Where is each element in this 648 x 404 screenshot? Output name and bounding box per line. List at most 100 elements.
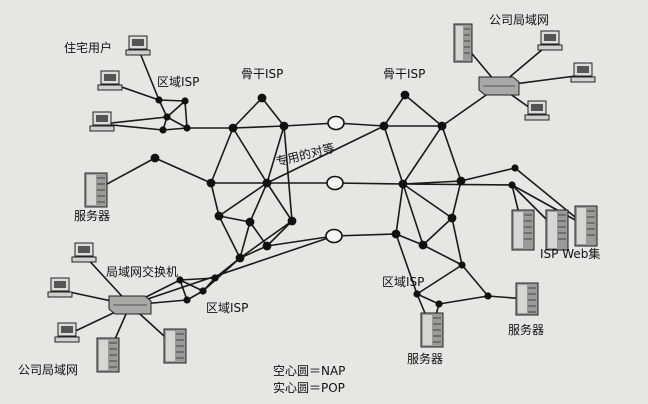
link-b8-c1 (451, 217, 463, 266)
link-a2-a4 (210, 127, 234, 184)
link-w1-web3 (511, 184, 587, 227)
pc-icon-company-top-3 (524, 100, 550, 121)
link-n2-b4 (334, 182, 404, 185)
label-backbone-isp-right: 骨干ISP (383, 67, 425, 81)
pc-icon-residential-3-base (89, 125, 115, 132)
link-b6-c3 (395, 233, 418, 295)
link-b1-b2 (383, 94, 406, 127)
pop-node-r5 (183, 124, 191, 132)
link-b3-b4 (402, 125, 443, 185)
link-a3-a5 (266, 125, 285, 184)
pop-node-a10 (262, 241, 272, 251)
server-icon-company-bottom-2-panel (166, 331, 175, 361)
link-pc_res1-r1 (137, 47, 160, 101)
link-n3-b6 (333, 233, 397, 237)
server-icon-company-top-panel (456, 26, 463, 60)
pc-icon-company-top-2 (570, 62, 596, 83)
pc-icon-company-bottom-3-display (61, 326, 73, 333)
link-a4-a6 (210, 182, 220, 217)
server-icon-web-2-panel (548, 212, 557, 248)
server-icon-company-bottom-1-panel (99, 340, 108, 370)
legend-hollow: 空心圆＝NAP (273, 364, 345, 378)
pop-node-r4 (159, 126, 167, 134)
pc-icon-company-bottom-1-display (78, 246, 90, 253)
pop-node-a8 (287, 216, 297, 226)
label-server-left: 服务器 (74, 208, 110, 223)
label-regional-isp-top: 区域ISP (157, 75, 199, 89)
pop-node-b3 (437, 121, 447, 131)
server-icon-bottom-panel (423, 315, 432, 345)
pop-node-r3 (163, 113, 171, 121)
label-company-lan-bottom: 公司局域网 (18, 363, 78, 377)
link-a5-a8 (266, 182, 293, 222)
label-regional-isp-bottom-left: 区域ISP (206, 301, 248, 315)
pop-node-w2 (511, 164, 519, 172)
link-w2-web3 (514, 167, 587, 227)
link-r1-r2 (158, 99, 186, 102)
pc-icon-company-bottom-3 (54, 322, 80, 343)
pc-icon-residential-2 (97, 70, 123, 91)
link-b4-b8 (402, 183, 453, 219)
link-pc_res3-r3 (101, 116, 168, 125)
nap-node-n3 (325, 228, 343, 244)
pc-icon-company-bottom-1 (71, 242, 97, 263)
link-pc_res3-r4 (101, 123, 164, 131)
pc-icon-company-top-1-base (537, 44, 563, 51)
server-icon-web-3-panel (577, 208, 586, 244)
pc-icon-company-top-1-display (544, 34, 556, 41)
server-icon-web-3 (574, 205, 598, 247)
pc-icon-company-top-3-base (524, 114, 550, 121)
label-backbone-isp-left: 骨干ISP (241, 67, 283, 81)
link-s1-a4 (154, 157, 212, 184)
pop-node-d4 (183, 296, 191, 304)
pop-node-c2 (484, 292, 492, 300)
link-a10-n3 (266, 235, 335, 247)
server-icon-right (515, 282, 539, 316)
link-b4-b6 (395, 183, 404, 235)
pop-node-a6 (214, 211, 224, 221)
pop-node-a9 (235, 253, 245, 263)
link-lan_bot-n3 (129, 235, 335, 306)
switch-icon-lan-bottom (108, 295, 152, 315)
pop-node-b2 (379, 121, 389, 131)
pop-node-a4 (206, 178, 216, 188)
nap-node-n2 (326, 175, 344, 191)
link-a6-a9 (218, 215, 241, 259)
server-icon-right-panel (518, 285, 527, 313)
pc-icon-company-top-2-display (577, 66, 589, 73)
pop-node-b6 (391, 229, 401, 239)
link-b4-w1 (402, 183, 513, 186)
switch-icon-company-lan-top (478, 76, 520, 96)
pc-icon-residential-1 (125, 35, 151, 56)
pop-node-a3 (279, 121, 289, 131)
server-icon-left-panel (87, 175, 96, 205)
link-b7-b8 (422, 217, 453, 246)
link-a2-a5 (232, 127, 268, 184)
link-b1-b3 (404, 94, 443, 127)
link-a6-a7 (218, 215, 251, 223)
devices (47, 23, 598, 373)
link-c1-c3 (416, 264, 463, 295)
link-r3-r5 (166, 116, 188, 129)
link-a1-a2 (232, 97, 263, 129)
pop-node-c1 (458, 261, 466, 269)
pop-node-d2 (199, 287, 207, 295)
pc-icon-residential-2-display (104, 74, 116, 81)
server-icon-company-bottom-1 (96, 337, 120, 373)
label-lan-switch: 局域网交换机 (106, 264, 178, 279)
link-b5-w2 (460, 167, 516, 182)
link-b2-b4 (383, 125, 404, 185)
link-a5-a7 (249, 182, 268, 223)
label-server-bottom: 服务器 (407, 351, 443, 366)
pc-icon-company-bottom-2-display (54, 281, 66, 288)
link-r2-r5 (184, 100, 188, 129)
link-b7-c1 (422, 244, 463, 266)
pop-node-r2 (181, 97, 189, 105)
link-r2-r3 (166, 100, 186, 118)
pc-icon-company-bottom-1-base (71, 256, 97, 263)
server-icon-company-top (453, 23, 473, 63)
link-d1-d2 (179, 279, 204, 292)
nap-node-n1 (327, 115, 345, 131)
